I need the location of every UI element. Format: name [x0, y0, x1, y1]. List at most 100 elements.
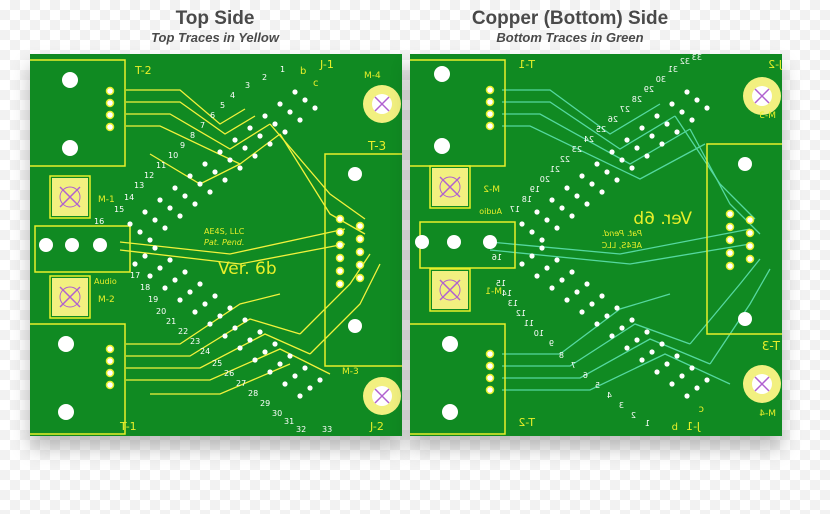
pin-20: 20 — [156, 307, 166, 316]
pin-4: 4 — [230, 91, 235, 100]
pin-22: 22 — [178, 327, 188, 336]
bottom-holes — [415, 66, 752, 420]
pin-33: 33 — [322, 425, 332, 434]
pin-7: 7 — [200, 121, 205, 130]
label-j1: J-1 — [319, 58, 334, 71]
top-labels: T-2 T-1 J-1 J-2 T-3 M-4 M-3 M-1 M-2 Audi… — [94, 58, 386, 433]
pin-26: 26 — [224, 369, 234, 378]
pin-25: 25 — [212, 359, 222, 368]
label-t2: T-2 — [518, 416, 536, 429]
top-board-svg: T-2 T-1 J-1 J-2 T-3 M-4 M-3 M-1 M-2 Audi… — [30, 54, 402, 436]
bottom-board-svg: T-1 T-2 J-2 J-1 T-3 M-3 M-4 M-2 M-1 Audi… — [410, 54, 782, 436]
pin-29: 29 — [644, 85, 654, 94]
label-m3: M-3 — [759, 111, 776, 121]
pin-5: 5 — [220, 101, 225, 110]
label-audio: Audio — [479, 207, 502, 216]
label-b: b — [672, 422, 678, 433]
pin-24: 24 — [200, 347, 210, 356]
bottom-side-subtitle: Bottom Traces in Green — [496, 30, 644, 45]
pin-11: 11 — [524, 319, 534, 328]
top-side-title: Top Side — [175, 8, 255, 29]
top-traces — [119, 89, 381, 395]
pin-30: 30 — [272, 409, 282, 418]
label-patent: Pat. Pend. — [602, 229, 642, 238]
pin-21: 21 — [550, 165, 560, 174]
pin-6: 6 — [583, 371, 588, 380]
pin-10: 10 — [534, 329, 544, 338]
label-company: AE4S, LLC — [601, 241, 642, 250]
pin-29: 29 — [260, 399, 270, 408]
pin-24: 24 — [584, 135, 594, 144]
bottom-pads — [485, 85, 755, 395]
pin-18: 18 — [140, 283, 150, 292]
pin-27: 27 — [620, 105, 630, 114]
pin-21: 21 — [166, 317, 176, 326]
top-pads — [105, 86, 365, 390]
pin-25: 25 — [596, 125, 606, 134]
top-vias — [127, 89, 323, 399]
bottom-pin-numbers: 1 2 3 4 5 6 7 8 9 10 11 12 13 14 15 16 1… — [492, 54, 702, 428]
pin-15: 15 — [114, 205, 124, 214]
pin-11: 11 — [156, 161, 166, 170]
label-m4: M-4 — [759, 409, 776, 419]
pin-32: 32 — [680, 57, 690, 66]
label-t1: T-1 — [518, 58, 536, 71]
top-holes — [39, 72, 362, 420]
label-m2: M-2 — [483, 185, 500, 195]
top-mount-pads — [52, 85, 401, 415]
pin-19: 19 — [148, 295, 158, 304]
pin-28: 28 — [248, 389, 258, 398]
label-t3: T-3 — [367, 139, 386, 153]
bottom-side-title: Copper (Bottom) Side — [471, 8, 669, 29]
pin-26: 26 — [608, 115, 618, 124]
label-company: AE4S, LLC — [204, 227, 245, 236]
pin-9: 9 — [180, 141, 185, 150]
pin-9: 9 — [549, 339, 554, 348]
pin-12: 12 — [516, 309, 526, 318]
pin-4: 4 — [607, 391, 612, 400]
label-t1: T-1 — [119, 420, 137, 433]
pin-3: 3 — [619, 401, 624, 410]
bottom-side-heading: Copper (Bottom) Side Bottom Traces in Gr… — [420, 8, 720, 46]
label-j2: J-2 — [768, 58, 782, 71]
top-pin-numbers: 1 2 3 4 5 6 7 8 9 10 11 12 13 14 15 16 1… — [94, 65, 332, 434]
label-c: c — [699, 404, 705, 415]
top-side-heading: Top Side Top Traces in Yellow — [115, 8, 315, 46]
label-j2: J-2 — [369, 420, 384, 433]
pin-31: 31 — [284, 417, 294, 426]
pin-20: 20 — [540, 175, 550, 184]
bottom-labels: T-1 T-2 J-2 J-1 T-3 M-3 M-4 M-2 M-1 Audi… — [479, 58, 782, 433]
label-audio: Audio — [94, 277, 117, 286]
pin-7: 7 — [571, 361, 576, 370]
pin-22: 22 — [560, 155, 570, 164]
board-substrate — [410, 54, 782, 436]
label-b: b — [300, 66, 306, 77]
pin-17: 17 — [510, 205, 520, 214]
pin-13: 13 — [134, 181, 144, 190]
pin-16: 16 — [492, 253, 502, 262]
pin-2: 2 — [631, 411, 636, 420]
pin-10: 10 — [168, 151, 178, 160]
label-m1: M-1 — [485, 287, 502, 297]
pin-23: 23 — [572, 145, 582, 154]
pin-14: 14 — [502, 289, 512, 298]
label-t2: T-2 — [134, 64, 152, 77]
label-version: Ver. 6b — [633, 209, 692, 229]
pin-18: 18 — [522, 195, 532, 204]
label-t3: T-3 — [762, 339, 781, 353]
pin-12: 12 — [144, 171, 154, 180]
pin-8: 8 — [190, 131, 195, 140]
pin-5: 5 — [595, 381, 600, 390]
pin-14: 14 — [124, 193, 134, 202]
label-patent: Pat. Pend. — [204, 238, 244, 247]
pin-13: 13 — [508, 299, 518, 308]
top-side-subtitle: Top Traces in Yellow — [151, 30, 279, 45]
pin-31: 31 — [668, 65, 678, 74]
label-m1: M-1 — [98, 195, 115, 205]
pin-32: 32 — [296, 425, 306, 434]
pin-17: 17 — [130, 271, 140, 280]
pin-8: 8 — [559, 351, 564, 360]
bottom-side-board: T-1 T-2 J-2 J-1 T-3 M-3 M-4 M-2 M-1 Audi… — [410, 54, 782, 436]
pin-1: 1 — [280, 65, 285, 74]
pin-27: 27 — [236, 379, 246, 388]
